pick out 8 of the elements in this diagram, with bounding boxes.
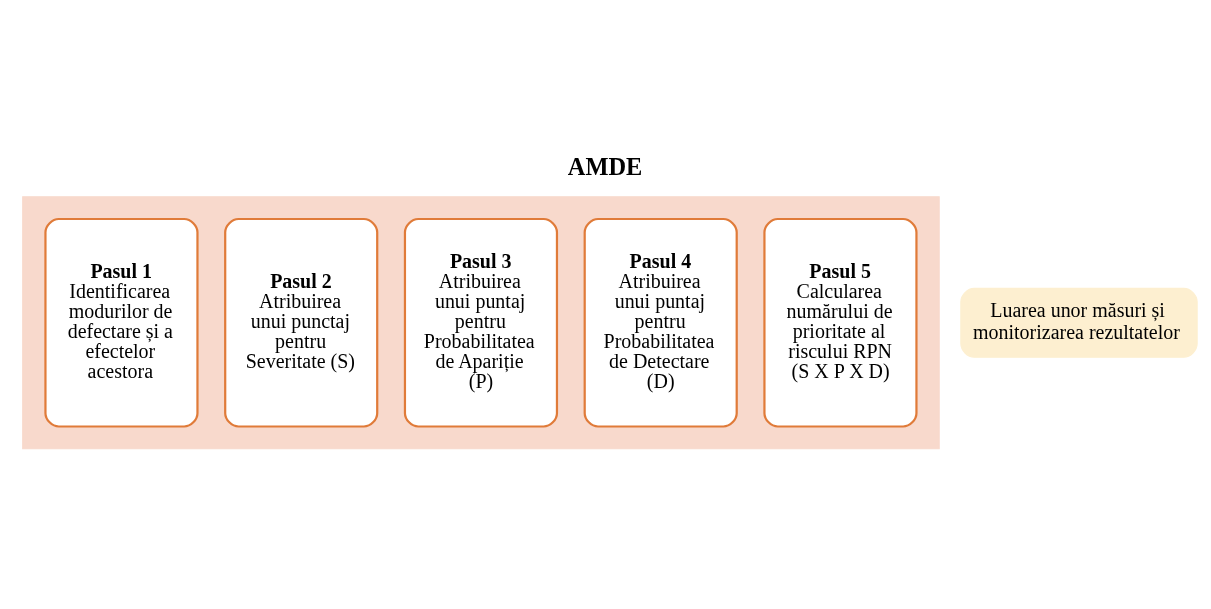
node-box: Pasul 1 Identificarea modurilor de defectare și a efectelor acestora [44, 217, 199, 428]
node-box: Pasul 4 Atribuirea unui puntaj pentru Probabilitatea de Detectare (D) [583, 217, 738, 428]
node-box: Pasul 3 Atribuirea unui puntaj pentru Probabilitatea de Apariție (P) [403, 217, 559, 428]
diagram-title: AMDE [567, 152, 643, 180]
node-box: Pasul 5 Calcularea numărului de prioritate al riscului RPN (S X P X D) [763, 217, 918, 428]
cluster [22, 195, 940, 449]
node-box: Luarea unor măsuri și monitorizarea rezultatelor [960, 287, 1198, 358]
node-box: Pasul 2 Atribuirea unui punctaj pentru Severitate (S) [224, 217, 379, 428]
